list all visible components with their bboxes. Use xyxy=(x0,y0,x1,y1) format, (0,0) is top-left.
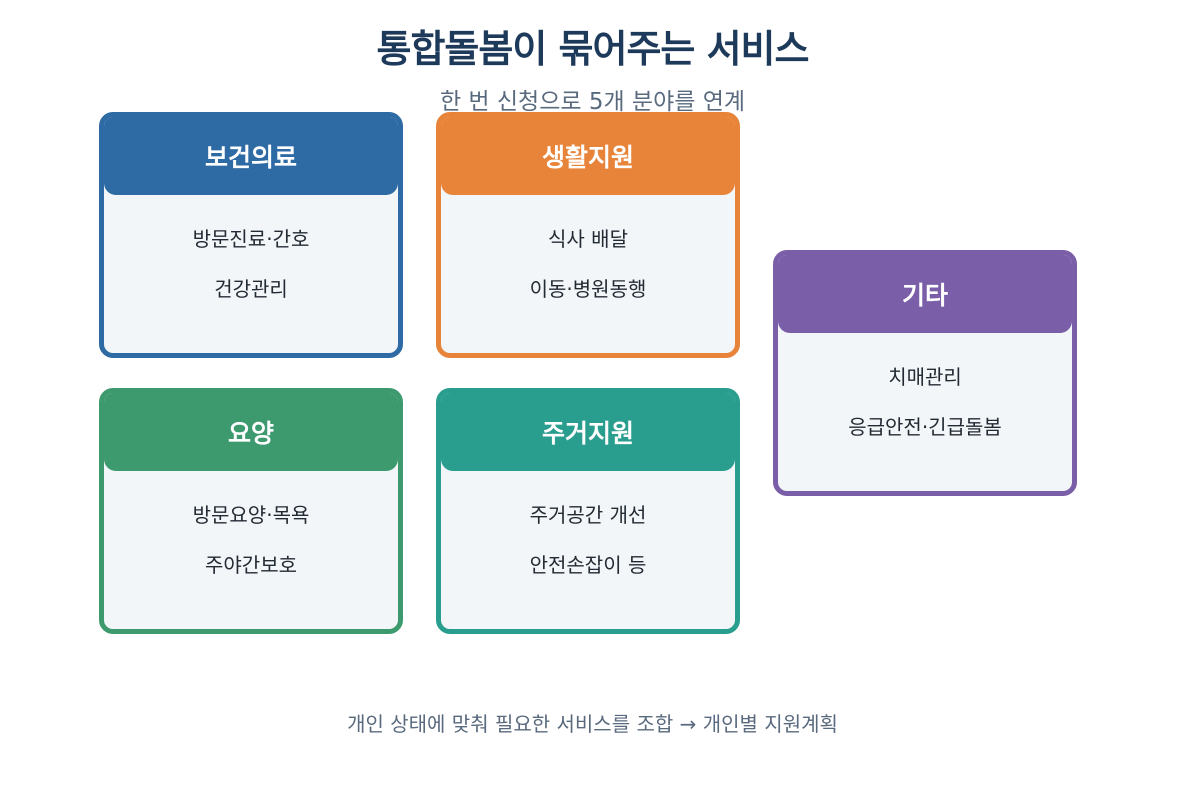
card-health-medical: 보건의료 방문진료·간호 건강관리 xyxy=(99,112,403,358)
card-item: 식사 배달 xyxy=(548,227,628,251)
card-header: 주거지원 xyxy=(441,393,735,471)
card-header: 생활지원 xyxy=(441,117,735,195)
card-item: 치매관리 xyxy=(888,365,962,389)
card-item: 건강관리 xyxy=(214,277,288,301)
card-item: 응급안전·긴급돌봄 xyxy=(848,415,1002,439)
card-other: 기타 치매관리 응급안전·긴급돌봄 xyxy=(773,250,1077,496)
card-item: 이동·병원동행 xyxy=(529,277,647,301)
diagram-title: 통합돌봄이 묶어주는 서비스 xyxy=(376,27,810,71)
card-header: 보건의료 xyxy=(104,117,398,195)
card-item: 안전손잡이 등 xyxy=(529,553,647,577)
card-item: 방문진료·간호 xyxy=(192,227,310,251)
footer-note: 개인 상태에 맞춰 필요한 서비스를 조합 → 개인별 지원계획 xyxy=(347,712,838,736)
card-long-term-care: 요양 방문요양·목욕 주야간보호 xyxy=(99,388,403,634)
card-item: 방문요양·목욕 xyxy=(192,503,310,527)
card-housing-support: 주거지원 주거공간 개선 안전손잡이 등 xyxy=(436,388,740,634)
card-item: 주야간보호 xyxy=(205,553,297,577)
card-item: 주거공간 개선 xyxy=(529,503,647,527)
card-header: 기타 xyxy=(778,255,1072,333)
card-header: 요양 xyxy=(104,393,398,471)
diagram-subtitle: 한 번 신청으로 5개 분야를 연계 xyxy=(439,89,746,115)
card-life-support: 생활지원 식사 배달 이동·병원동행 xyxy=(436,112,740,358)
